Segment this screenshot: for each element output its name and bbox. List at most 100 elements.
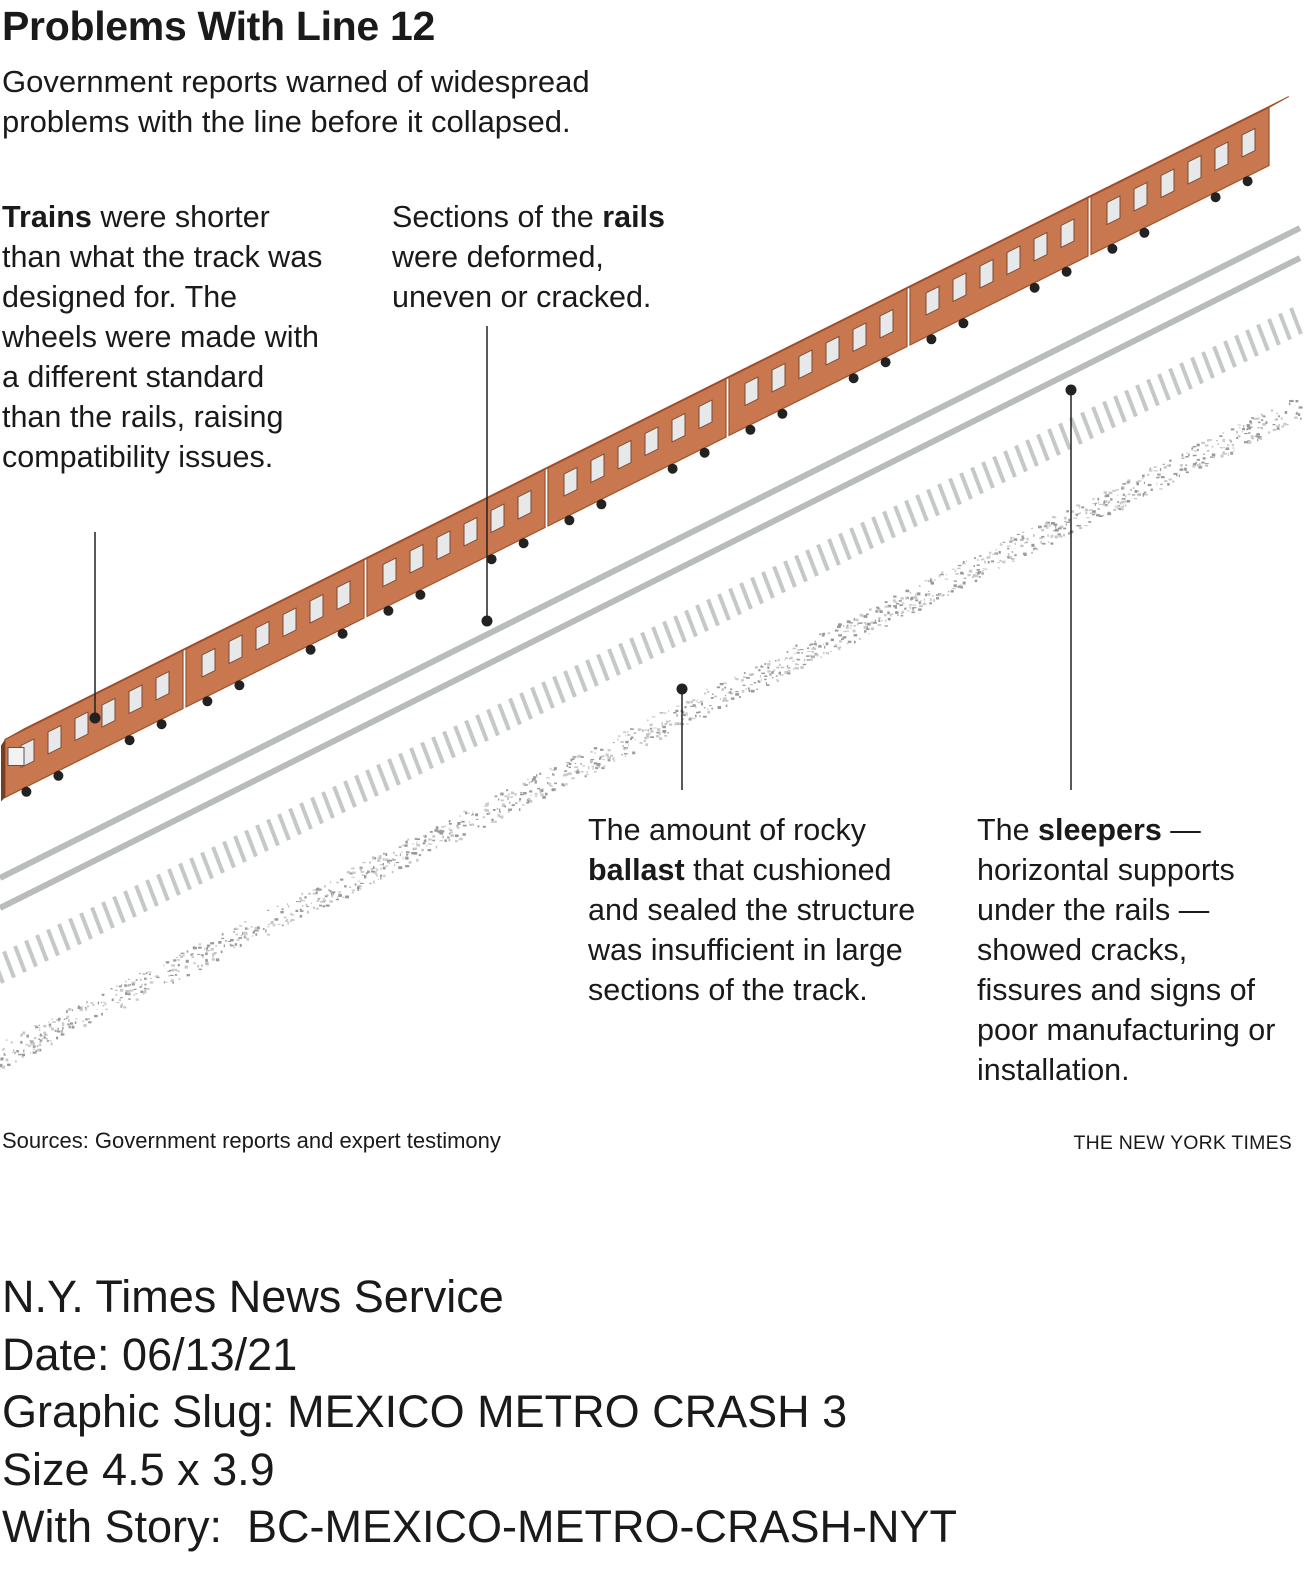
ballast-stone [1047,534,1049,537]
ballast-stone [66,1015,70,1018]
sleeper [1223,340,1237,368]
ballast-stone [229,943,232,945]
ballast-stone [1104,500,1108,503]
ballast-stone [643,740,646,742]
ballast-stone [704,692,707,695]
ballast-stone [987,560,990,564]
ballast-stone [496,808,499,810]
ballast-stone [125,980,127,983]
ballast-stone [469,824,472,826]
ballast-stone [1093,512,1097,515]
ballast-stone [1261,413,1263,416]
ballast-stone [345,895,349,899]
ballast-stone [734,676,736,679]
ballast-stone [941,571,944,574]
sleeper [24,939,38,968]
ballast-stone [812,646,815,648]
ballast-stone [900,597,904,600]
ballast-stone [607,756,612,760]
ballast-stone [167,970,170,972]
ballast-stone [649,727,653,730]
ballast-stone [48,1025,52,1028]
ballast-stone [504,795,509,798]
ballast-stone [295,909,299,912]
ballast-stone [230,939,234,942]
sleeper [2,950,16,979]
ballast-stone [745,688,747,690]
ballast-stone [662,712,667,714]
ballast-stone [1121,483,1124,485]
car-wheel [848,373,859,384]
train-car [366,458,566,618]
ballast-stone [508,793,510,796]
ballast-stone [535,776,538,778]
ballast-stone [413,847,418,850]
ballast-stone [43,1031,47,1035]
ballast-stone [1236,437,1238,439]
sleeper [167,868,181,896]
ballast-stone [103,1001,105,1003]
sleeper [0,969,5,984]
ballast-stone [425,845,428,847]
ballast-stone [953,580,957,582]
ballast-stone [1021,535,1024,539]
ballast-stone [171,969,174,972]
ballast-stone [778,671,781,675]
car-window [309,593,324,624]
ballast-stone [312,892,317,895]
ballast-stone [385,858,388,860]
ballast-stone [625,735,627,737]
ballast-stone [280,910,284,914]
ballast-stone [689,717,694,719]
car-window [128,684,143,715]
ballast-stone [310,902,312,904]
ballast-stone [299,908,302,911]
sleeper [35,934,49,962]
ballast-stone [1014,554,1017,557]
ballast-stone [765,682,767,685]
ballast-stone [509,801,511,804]
ballast-stone [485,804,489,806]
ballast-stone [787,670,791,673]
ballast-stone [83,1024,87,1027]
ballast-stone [1050,522,1055,525]
ballast-stone [962,563,966,565]
car-window [490,503,505,534]
ballast-stone [590,759,595,760]
ballast-stone [977,571,982,574]
ballast-stone [1185,456,1189,458]
ballast-stone [1057,533,1061,536]
ballast-stone [440,830,445,833]
car-window [436,530,451,561]
car-wheel [124,735,135,746]
ballast-stone [240,935,243,937]
subtitle: Government reports warned of widespread … [2,64,590,139]
ballast-stone [38,1029,41,1031]
ballast-stone [1063,516,1067,520]
ballast-stone [243,931,248,935]
ballast-stone [1249,426,1253,428]
ballast-stone [447,837,450,838]
ballast-stone [599,757,601,760]
ballast-stone [571,777,575,780]
ballast-stone [809,654,811,658]
ballast-stone [760,678,762,682]
ballast-stone [384,859,388,861]
ballast-stone [1118,507,1121,510]
ballast-stone [612,757,615,760]
ballast-stone [424,839,427,843]
ballast-stone [711,693,714,695]
ballast-stone [1263,415,1266,418]
ballast-stone [1046,521,1050,524]
ballast-stone [22,1053,25,1057]
ballast-stone [41,1037,44,1039]
ballast-stone [375,873,378,875]
ballast-stone [102,1005,105,1007]
sleeper [1267,318,1281,346]
sleeper [805,549,819,577]
ballast-stone [1053,523,1058,526]
ballast-stone [1156,482,1158,485]
ballast-stone [235,933,238,936]
ballast-stone [508,808,511,810]
ballast-stone [33,1025,38,1027]
